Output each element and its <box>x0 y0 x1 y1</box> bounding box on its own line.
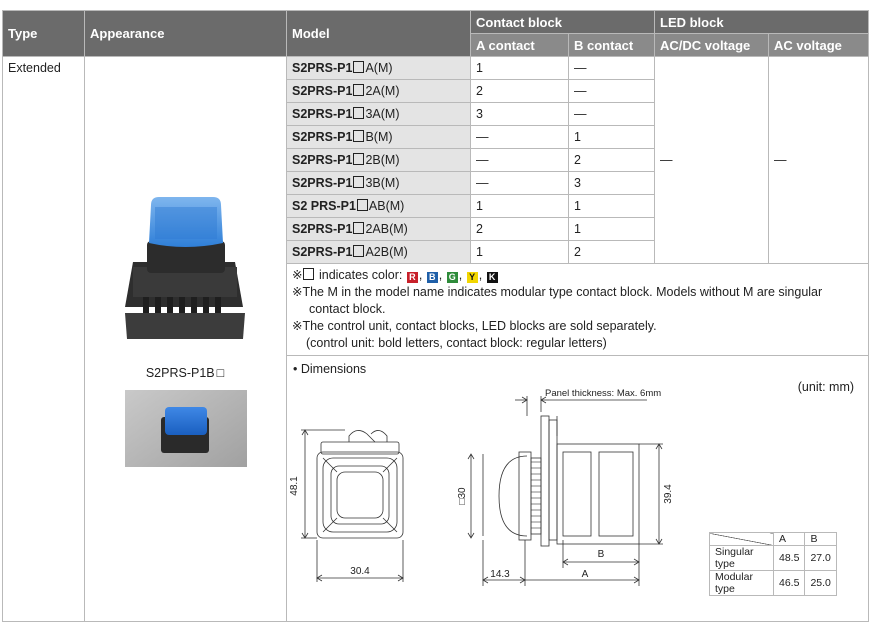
depth-14-label: 14.3 <box>490 569 510 580</box>
dimension-row-name: Modular type <box>709 570 774 596</box>
width-30-label: 30.4 <box>350 566 370 577</box>
color-chip-k: K <box>486 272 498 283</box>
b-contact-cell: 2 <box>568 148 655 172</box>
b-contact-cell: 1 <box>568 125 655 149</box>
header-type: Type <box>2 10 85 57</box>
a-contact-cell: 2 <box>470 217 569 241</box>
a-contact-cell: 2 <box>470 79 569 103</box>
sold-note-2: (control unit: bold letters, contact blo… <box>306 336 607 350</box>
appearance-cell: S2PRS-P1B□ <box>84 56 287 622</box>
sold-note: ※The control unit, contact blocks, LED b… <box>292 319 657 333</box>
side-view <box>467 396 663 586</box>
appearance-caption: S2PRS-P1B□ <box>146 366 225 380</box>
a-contact-cell: 3 <box>470 102 569 126</box>
modular-note-2: contact block. <box>309 302 386 316</box>
header-led-block: LED block <box>653 10 870 34</box>
header-a-contact: A contact <box>470 33 569 57</box>
dimension-row-b: 25.0 <box>804 570 837 596</box>
led-acdc-cell: — <box>654 56 769 264</box>
dimension-col-b: B <box>804 532 837 546</box>
notes-cell: ※ indicates color: R, B, G, Y, K ※The M … <box>285 263 870 356</box>
color-chip-g: G <box>446 272 458 283</box>
height-48-label: 48.1 <box>289 476 300 496</box>
panel-mounted-photo <box>125 390 247 467</box>
header-ac-voltage: AC voltage <box>767 33 870 57</box>
header-appearance: Appearance <box>84 10 287 57</box>
color-note: ※ indicates color: R, B, G, Y, K <box>292 267 863 284</box>
dimensions-cell: • Dimensions (unit: mm) <box>285 355 870 622</box>
dim-b-label: B <box>598 549 605 560</box>
dimension-row-a: 46.5 <box>772 570 806 596</box>
spec-table: Type Appearance Model Contact block LED … <box>2 10 870 622</box>
dimension-table-corner <box>709 532 774 546</box>
height-39-label: 39.4 <box>663 484 674 504</box>
header-b-contact: B contact <box>568 33 655 57</box>
b-contact-cell: 3 <box>568 171 655 195</box>
b-contact-cell: — <box>568 102 655 126</box>
dim-a-label: A <box>582 569 589 580</box>
square-30-label: □30 <box>457 487 468 505</box>
dimension-row-a: 48.5 <box>772 545 806 571</box>
front-view <box>301 429 404 582</box>
b-contact-cell: 1 <box>568 217 655 241</box>
b-contact-cell: 2 <box>568 240 655 264</box>
dimensions-title: • Dimensions <box>293 362 367 376</box>
header-model: Model <box>286 10 471 57</box>
color-chip-y: Y <box>466 272 478 283</box>
button-photo <box>125 197 245 339</box>
b-contact-cell: 1 <box>568 194 655 218</box>
b-contact-cell: — <box>568 56 655 80</box>
dimension-row-b: 27.0 <box>804 545 837 571</box>
unit-label: (unit: mm) <box>797 380 855 394</box>
dimension-table: A B Singular type 48.5 27.0 Modular type… <box>709 532 837 596</box>
a-contact-cell: 1 <box>470 240 569 264</box>
a-contact-cell: — <box>470 125 569 149</box>
appearance-images: S2PRS-P1B□ <box>125 197 247 467</box>
color-chip-r: R <box>406 272 418 283</box>
dimension-col-a: A <box>772 532 806 546</box>
b-contact-cell: — <box>568 79 655 103</box>
a-contact-cell: — <box>470 148 569 172</box>
dimension-row-name: Singular type <box>709 545 774 571</box>
panel-thickness-label: Panel thickness: Max. 6mm <box>545 388 661 399</box>
color-chip-b: B <box>426 272 438 283</box>
header-acdc-voltage: AC/DC voltage <box>654 33 769 57</box>
a-contact-cell: — <box>470 171 569 195</box>
modular-note: ※The M in the model name indicates modul… <box>292 285 823 299</box>
header-contact-block: Contact block <box>470 10 655 34</box>
dimensions-drawing: 48.1 30.4 <box>289 388 674 586</box>
a-contact-cell: 1 <box>470 56 569 80</box>
a-contact-cell: 1 <box>470 194 569 218</box>
led-ac-cell: — <box>767 56 870 264</box>
type-cell: Extended <box>2 56 85 622</box>
